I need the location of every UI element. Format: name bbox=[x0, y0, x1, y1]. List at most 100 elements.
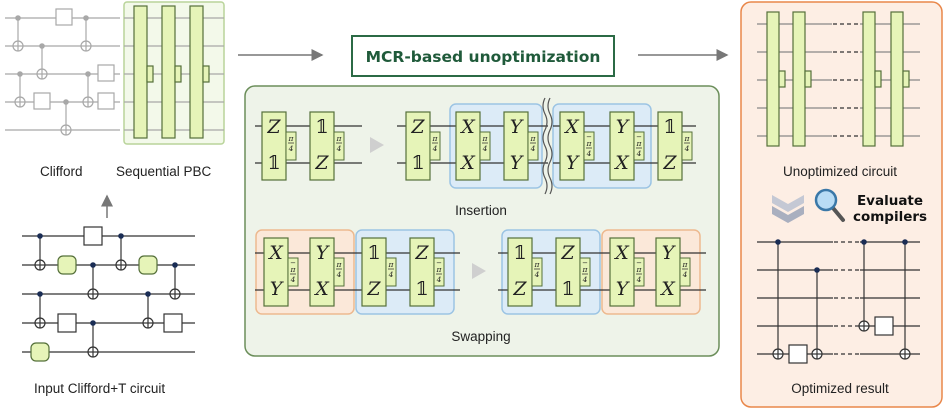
angle-four: 4 bbox=[586, 149, 592, 158]
angle-pi: π bbox=[336, 134, 343, 143]
gate-symbol: X bbox=[313, 278, 330, 300]
title-box: MCR-based unoptimization bbox=[351, 35, 615, 77]
angle-four: 4 bbox=[534, 270, 540, 279]
angle-four: 4 bbox=[682, 270, 688, 279]
gate-symbol: Z bbox=[366, 278, 381, 300]
pauli-gate: XY−π4 bbox=[559, 111, 595, 181]
gate-symbol: X bbox=[459, 152, 476, 174]
gate-symbol: Y bbox=[270, 278, 285, 300]
angle-pi: π bbox=[288, 134, 295, 143]
angle-four: 4 bbox=[336, 144, 342, 153]
pauli-gate: XY −π4 bbox=[609, 237, 645, 307]
flow-triangle-icon bbox=[472, 263, 486, 279]
angle-four: 4 bbox=[436, 275, 442, 284]
pauli-gate: Z 𝟙π4 bbox=[261, 111, 297, 181]
pauli-gate: Z𝟙−π4 bbox=[555, 237, 591, 307]
angle-four: 4 bbox=[288, 144, 294, 153]
angle-four: 4 bbox=[432, 144, 438, 153]
angle-pi: π bbox=[682, 260, 689, 269]
gate-symbol: Z bbox=[410, 116, 425, 138]
title-label: MCR-based unoptimization bbox=[366, 48, 601, 66]
unoptimized-circuit-label: Unoptimized circuit bbox=[783, 164, 897, 179]
clifford-label: Clifford bbox=[40, 164, 83, 179]
angle-four: 4 bbox=[636, 149, 642, 158]
angle-four: 4 bbox=[482, 144, 488, 153]
angle-pi: π bbox=[582, 265, 589, 274]
angle-sign: − bbox=[586, 133, 592, 141]
gate-symbol: Z bbox=[512, 278, 527, 300]
angle-four: 4 bbox=[388, 270, 394, 279]
angle-sign: − bbox=[582, 259, 588, 267]
unoptimized-circuit bbox=[757, 11, 920, 147]
gate-symbol: 𝟙 bbox=[411, 152, 424, 174]
gate-symbol: 𝟙 bbox=[367, 242, 380, 264]
gate-symbol: 𝟙 bbox=[513, 242, 526, 264]
angle-sign: − bbox=[636, 259, 642, 267]
gate-symbol: Y bbox=[616, 116, 631, 138]
angle-sign: − bbox=[436, 259, 442, 267]
gate-symbol: Z bbox=[414, 242, 429, 264]
angle-four: 4 bbox=[290, 275, 296, 284]
angle-pi: π bbox=[534, 260, 541, 269]
angle-pi: π bbox=[388, 260, 395, 269]
swapping-label: Swapping bbox=[451, 329, 510, 344]
angle-pi: π bbox=[290, 265, 297, 274]
angle-pi: π bbox=[530, 134, 537, 143]
gate-symbol: 𝟙 bbox=[415, 278, 428, 300]
gate-symbol: 𝟙 bbox=[663, 116, 676, 138]
input-circuit-label: Input Clifford+T circuit bbox=[34, 381, 165, 396]
pauli-gate: XY−π4 bbox=[263, 237, 299, 307]
pauli-gate: YX −π4 bbox=[609, 111, 645, 181]
sequential-pbc-label: Sequential PBC bbox=[116, 164, 212, 179]
clifford-circuit bbox=[5, 8, 120, 136]
angle-pi: π bbox=[684, 134, 691, 143]
gate-symbol: 𝟙 bbox=[267, 152, 280, 174]
chevron-down-icon bbox=[772, 195, 804, 223]
sequential-pbc-block bbox=[123, 1, 225, 145]
gate-symbol: Z bbox=[662, 152, 677, 174]
evaluate-label-line2: compilers bbox=[853, 209, 927, 225]
gates-layer: Z𝟙π4𝟙Zπ4Z𝟙π4XXπ4YYπ4XY−π4YX−π4𝟙Zπ4XY−π4Y… bbox=[261, 111, 693, 307]
break-mark bbox=[542, 97, 553, 195]
gate-symbol: X bbox=[613, 242, 630, 264]
gate-symbol: Z bbox=[314, 152, 329, 174]
gate-symbol: X bbox=[563, 116, 580, 138]
gate-symbol: X bbox=[659, 278, 676, 300]
insertion-label: Insertion bbox=[455, 203, 507, 218]
angle-four: 4 bbox=[684, 144, 690, 153]
gate-symbol: Y bbox=[510, 152, 525, 174]
evaluate-label-line1: Evaluate bbox=[857, 193, 923, 209]
optimized-result-label: Optimized result bbox=[791, 381, 889, 396]
magnifier-icon bbox=[814, 188, 845, 222]
angle-pi: π bbox=[482, 134, 489, 143]
angle-pi: π bbox=[432, 134, 439, 143]
gate-symbol: Z bbox=[266, 116, 281, 138]
input-circuit bbox=[22, 226, 195, 362]
angle-pi: π bbox=[636, 265, 643, 274]
gate-symbol: Z bbox=[560, 242, 575, 264]
gate-symbol: 𝟙 bbox=[561, 278, 574, 300]
gate-symbol: 𝟙 bbox=[315, 116, 328, 138]
angle-four: 4 bbox=[530, 144, 536, 153]
gate-symbol: X bbox=[459, 116, 476, 138]
gate-symbol: Y bbox=[510, 116, 525, 138]
gate-symbol: X bbox=[613, 152, 630, 174]
pauli-gate: Z 𝟙π4 bbox=[405, 111, 441, 181]
angle-four: 4 bbox=[336, 270, 342, 279]
angle-pi: π bbox=[636, 139, 643, 148]
angle-four: 4 bbox=[636, 275, 642, 284]
flow-triangle-icon bbox=[370, 137, 384, 153]
gate-symbol: Y bbox=[662, 242, 677, 264]
pauli-gate: Z𝟙−π4 bbox=[409, 237, 445, 307]
angle-pi: π bbox=[336, 260, 343, 269]
angle-sign: − bbox=[636, 133, 642, 141]
gate-symbol: Y bbox=[616, 278, 631, 300]
